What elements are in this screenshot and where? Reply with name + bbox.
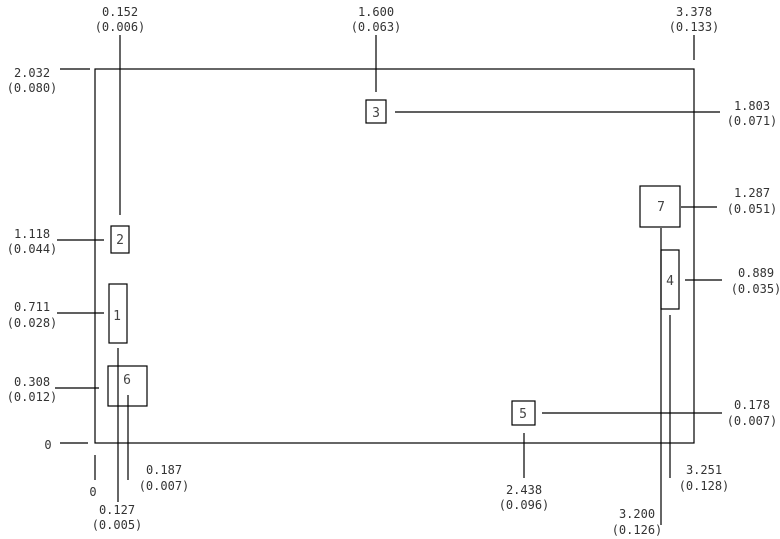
component-4-x-mm: 3.251: [686, 463, 722, 477]
dim-board-width-in: (0.133): [669, 20, 720, 34]
component-1-x-in: (0.005): [92, 518, 143, 532]
component-7-x-in: (0.126): [612, 523, 663, 537]
component-5-x-mm: 2.438: [506, 483, 542, 497]
component-7-x-mm: 3.200: [619, 507, 655, 521]
component-5-x-in: (0.096): [499, 498, 550, 512]
component-4-y-mm: 0.889: [738, 266, 774, 280]
component-3-body: [365, 99, 387, 124]
component-7-y-in: (0.051): [727, 202, 778, 216]
dim-board-width-mm: 3.378: [676, 5, 712, 19]
component-1-y-in: (0.028): [7, 316, 58, 330]
dim-origin-x: 0: [89, 485, 96, 499]
component-5-body: [511, 400, 536, 426]
component-2-y-mm: 1.118: [14, 227, 50, 241]
component-1: 1 0.711 (0.028) 0.127 (0.005): [7, 283, 143, 532]
component-7-y-mm: 1.287: [734, 186, 770, 200]
component-5-y-mm: 0.178: [734, 398, 770, 412]
component-2-ref: 2: [116, 233, 124, 248]
dim-board-height-in: (0.080): [7, 81, 58, 95]
component-3-y-mm: 1.803: [734, 99, 770, 113]
component-1-y-mm: 0.711: [14, 300, 50, 314]
component-7-body: [639, 185, 681, 228]
component-6: 6 0.308 (0.012) 0.187 (0.007): [7, 365, 190, 493]
component-6-y-in: (0.012): [7, 390, 58, 404]
component-1-ref: 1: [113, 309, 121, 324]
component-3-x-mm: 1.600: [358, 5, 394, 19]
component-1-x-mm: 0.127: [99, 503, 135, 517]
component-7-ref: 7: [657, 200, 665, 215]
component-5: 5 0.178 (0.007) 2.438 (0.096): [499, 398, 778, 512]
component-6-x-mm: 0.187: [146, 463, 182, 477]
component-6-ref: 6: [123, 373, 131, 388]
component-1-body: [108, 283, 128, 344]
component-3-x-in: (0.063): [351, 20, 402, 34]
component-6-x-in: (0.007): [139, 479, 190, 493]
component-4: 4 0.889 (0.035) 3.251 (0.128): [660, 249, 780, 493]
component-2: 2 1.118 (0.044) 0.152 (0.006): [7, 5, 146, 256]
component-6-y-mm: 0.308: [14, 375, 50, 389]
component-5-y-in: (0.007): [727, 414, 778, 428]
component-2-x-mm: 0.152: [102, 5, 138, 19]
component-3: 3 1.803 (0.071) 1.600 (0.063): [351, 5, 778, 128]
board-outline: [94, 68, 695, 444]
component-3-ref: 3: [372, 106, 380, 121]
component-5-ref: 5: [519, 407, 527, 422]
component-2-x-in: (0.006): [95, 20, 146, 34]
component-7: 7 1.287 (0.051) 3.200 (0.126): [612, 185, 778, 537]
component-2-y-in: (0.044): [7, 242, 58, 256]
component-3-y-in: (0.071): [727, 114, 778, 128]
component-4-ref: 4: [666, 274, 674, 289]
dim-origin-y: 0: [44, 438, 51, 452]
component-2-body: [110, 225, 130, 254]
dim-board-height-mm: 2.032: [14, 66, 50, 80]
component-4-y-in: (0.035): [731, 282, 780, 296]
component-4-x-in: (0.128): [679, 479, 730, 493]
